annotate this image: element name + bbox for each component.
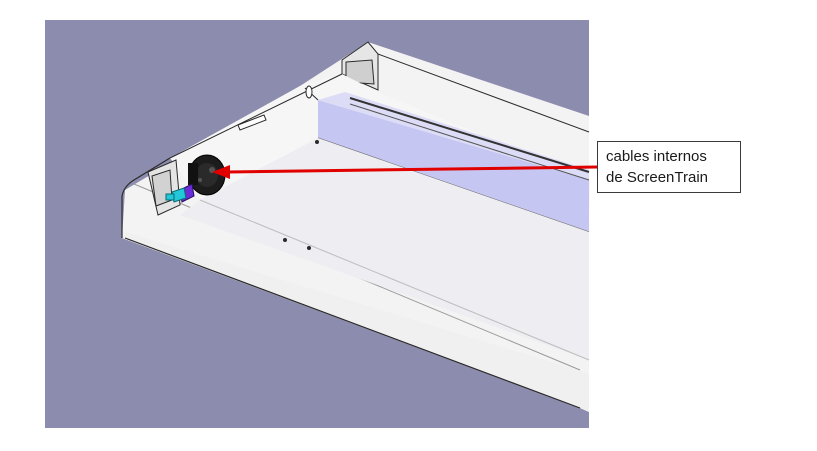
housing-front-face	[122, 232, 589, 412]
housing-inner-floor	[180, 138, 589, 360]
callout-line-1: cables internos	[606, 148, 707, 165]
callout-line-2: de ScreenTrain	[606, 169, 708, 186]
cable-connector	[165, 183, 195, 203]
red-arrow-icon	[212, 165, 598, 179]
callout-label: cables internos de ScreenTrain	[597, 141, 741, 193]
screentrain-motor	[188, 154, 226, 196]
housing-inner-wall	[170, 74, 590, 230]
housing-model	[121, 41, 590, 412]
rail-channel	[318, 100, 589, 232]
